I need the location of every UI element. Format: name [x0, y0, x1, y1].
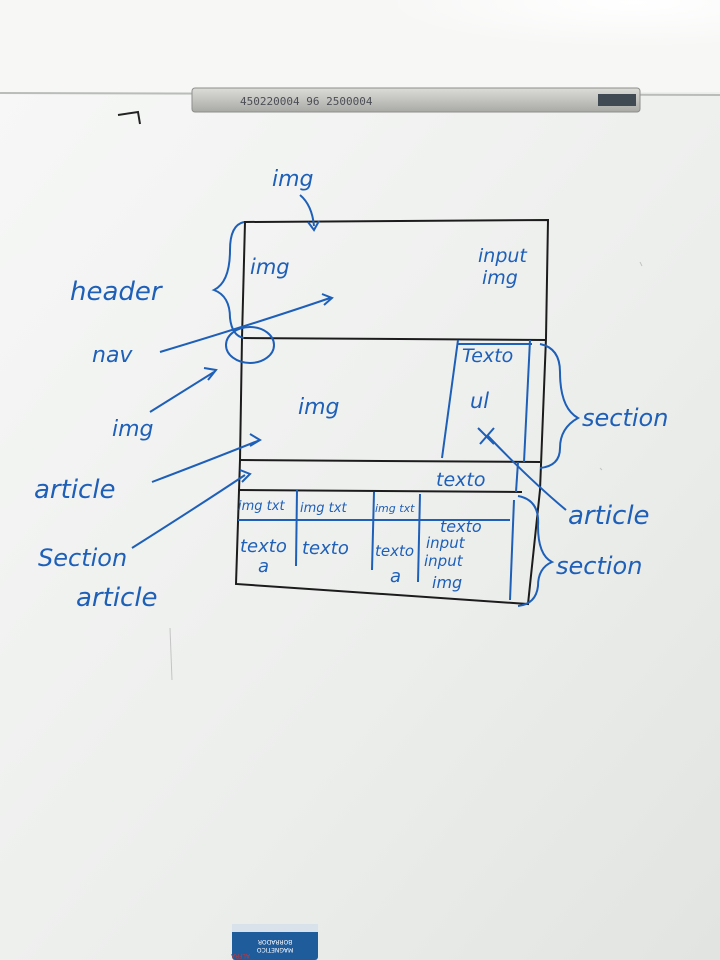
- row2-cell-b: texto: [302, 538, 349, 559]
- eraser-line1: BORRADOR: [258, 938, 292, 945]
- eraser-line2: MAGNETICO: [256, 946, 293, 953]
- row1-cell-a: img txt: [238, 499, 285, 514]
- row3-cell-c: a: [390, 566, 401, 587]
- row2-cell-c: texto: [375, 542, 414, 560]
- sidebar-brace: [539, 343, 581, 469]
- label-article-left2: article: [76, 583, 158, 613]
- diagram-blue-lines: [238, 339, 532, 601]
- label-section-right-top: section: [582, 404, 668, 432]
- header-divider: [241, 337, 547, 341]
- side-texto: Texto: [462, 345, 513, 367]
- header-input-img: img: [482, 267, 518, 289]
- smudges: [169, 261, 643, 681]
- tray-serial: 450220004 96 2500004: [240, 95, 373, 108]
- header-input: input: [478, 245, 528, 267]
- row1-cell-c: img txt: [375, 502, 415, 515]
- annotations: img header nav img article Section artic…: [34, 167, 668, 613]
- label-article-right: article: [568, 501, 650, 531]
- row2-cell-a: texto: [240, 536, 287, 557]
- right-col-2: input: [426, 534, 466, 552]
- main-divider: [239, 459, 541, 463]
- row1-cell-b: img txt: [300, 501, 347, 516]
- texto-bar-divider: [237, 489, 523, 493]
- label-nav: nav: [92, 343, 133, 368]
- bar-texto: texto: [436, 469, 485, 491]
- nav-circle: [225, 326, 275, 364]
- eraser-brand: ALFRA: [230, 952, 250, 959]
- label-section-right-bottom: section: [556, 552, 642, 580]
- stray-mark: [117, 110, 141, 125]
- side-ul: ul: [470, 389, 489, 413]
- label-header: header: [70, 277, 164, 307]
- header-brace: [211, 221, 245, 339]
- right-col-1: texto: [440, 517, 482, 536]
- label-article-left: article: [34, 475, 116, 505]
- eraser: BORRADOR MAGNETICO ALFRA: [230, 924, 318, 960]
- bottom-brace: [517, 495, 555, 607]
- annotation-arrows: [131, 194, 581, 607]
- box-contents: img input img img Texto ul texto img txt…: [238, 245, 528, 592]
- label-section-left: Section: [38, 544, 127, 572]
- right-col-3: input: [424, 552, 464, 570]
- right-col-4: img: [432, 573, 462, 592]
- main-img: img: [298, 395, 340, 420]
- row3-cell-a: a: [258, 556, 269, 577]
- header-img: img: [250, 255, 290, 279]
- label-img-top: img: [272, 167, 314, 192]
- board-surface: [0, 92, 720, 960]
- marker-tray: 450220004 96 2500004: [191, 87, 641, 113]
- label-img-left: img: [112, 417, 154, 442]
